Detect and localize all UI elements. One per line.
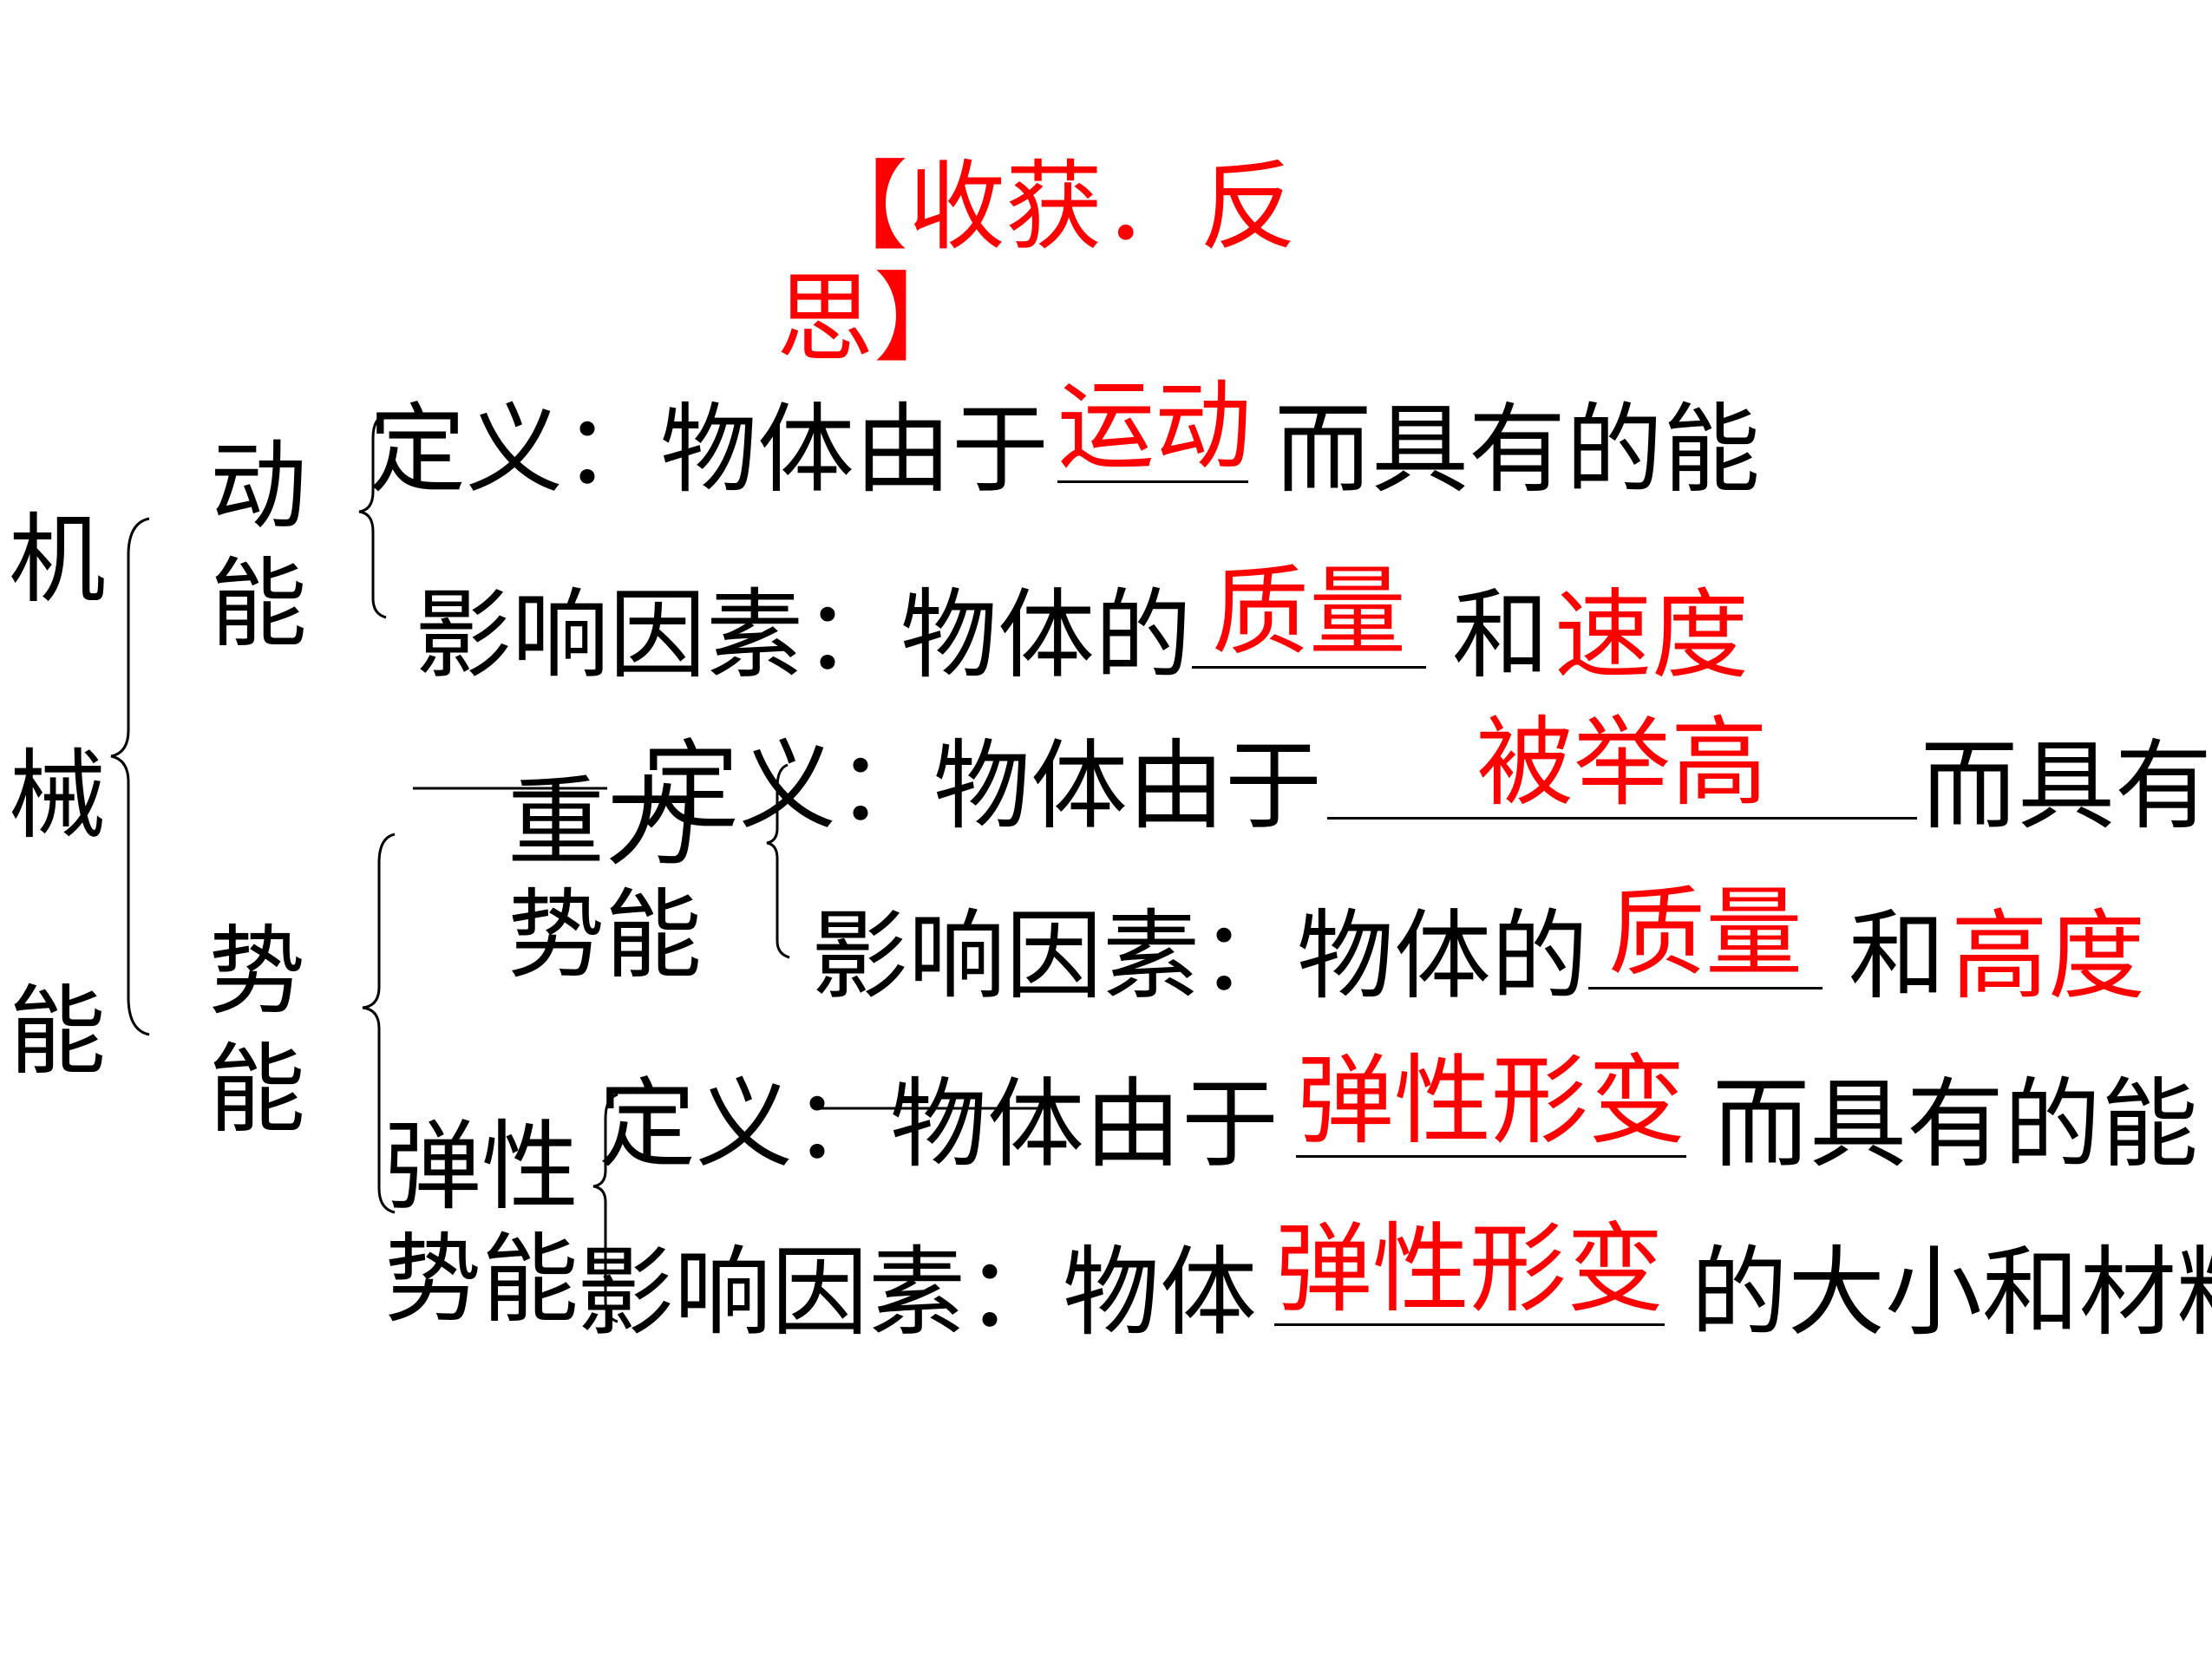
gravity-factor-mid: 和	[1849, 900, 1946, 1013]
gravity-def-prefix: 定义：物体由于	[642, 730, 1322, 843]
potential-label-1: 势	[208, 916, 305, 1029]
elastic-label-1: 弹性	[384, 1111, 579, 1224]
kinetic-factor-answer-1: 质量	[1212, 556, 1406, 669]
elastic-factor-blank: 弹性形变	[1274, 1221, 1665, 1326]
page-title-line1: 【收获．反	[811, 151, 1297, 264]
kinetic-factor: 影响因素：物体的质量和速度	[415, 564, 1749, 684]
kinetic-label-1: 动	[210, 430, 307, 543]
gravity-label-2: 势能	[507, 879, 702, 992]
elastic-factor-suffix: 的大小和材料	[1691, 1237, 2212, 1349]
elastic-definition: 定义：物体由于弹性形变而具有的能	[599, 1053, 2198, 1173]
elastic-brace	[592, 1093, 618, 1323]
gravity-factor-answer-2: 高度	[1951, 900, 2145, 1013]
kinetic-brace	[358, 413, 387, 619]
gravity-def-blank: 被举高	[1327, 715, 1917, 820]
kinetic-def-suffix: 而具有的能	[1274, 394, 1760, 506]
gravity-factor: 影响因素：物体的质量和高度	[811, 885, 2145, 1005]
kinetic-def-prefix: 定义：物体由于	[369, 394, 1049, 506]
kinetic-definition: 定义：物体由于运动而具有的能	[369, 378, 1760, 499]
gravity-factor-prefix: 影响因素：物体的	[811, 900, 1588, 1013]
gravity-definition: 定义：物体由于被举高而具有的	[642, 715, 2212, 835]
kinetic-factor-prefix: 影响因素：物体的	[415, 579, 1192, 692]
kinetic-factor-mid: 和	[1452, 579, 1549, 692]
root-char-1: 机	[9, 504, 106, 617]
elastic-factor-answer: 弹性形变	[1275, 1213, 1664, 1326]
kinetic-factor-answer-2: 速度	[1554, 579, 1749, 692]
gravity-label-1: 重力	[507, 767, 702, 879]
gravity-factor-blank-1: 质量	[1588, 885, 1823, 990]
gravity-brace	[766, 763, 790, 959]
root-char-3: 能	[9, 976, 106, 1088]
potential-label-2: 能	[208, 1034, 305, 1146]
elastic-factor-prefix: 影响因素：物体	[577, 1237, 1257, 1349]
potential-brace	[362, 833, 396, 1214]
kinetic-factor-blank-1: 质量	[1192, 564, 1426, 669]
gravity-def-suffix: 而具有的	[1921, 730, 2212, 843]
elastic-def-prefix: 定义：物体由于	[599, 1068, 1279, 1181]
root-char-2: 械	[9, 740, 106, 852]
elastic-label-2: 势能	[384, 1224, 579, 1336]
kinetic-def-blank: 运动	[1057, 378, 1252, 483]
gravity-def-answer: 被举高	[1476, 707, 1768, 820]
elastic-factor: 影响因素：物体弹性形变的大小和材料	[577, 1221, 2212, 1342]
elastic-def-answer: 弹性形变	[1297, 1045, 1685, 1158]
gravity-factor-answer-1: 质量	[1608, 877, 1803, 990]
elastic-def-blank: 弹性形变	[1296, 1053, 1686, 1158]
page-title-line2: 思】	[776, 263, 971, 376]
root-brace	[110, 517, 150, 1036]
elastic-def-suffix: 而具有的能	[1712, 1068, 2198, 1181]
kinetic-label-2: 能	[210, 548, 307, 661]
kinetic-def-answer: 运动	[1057, 370, 1252, 483]
